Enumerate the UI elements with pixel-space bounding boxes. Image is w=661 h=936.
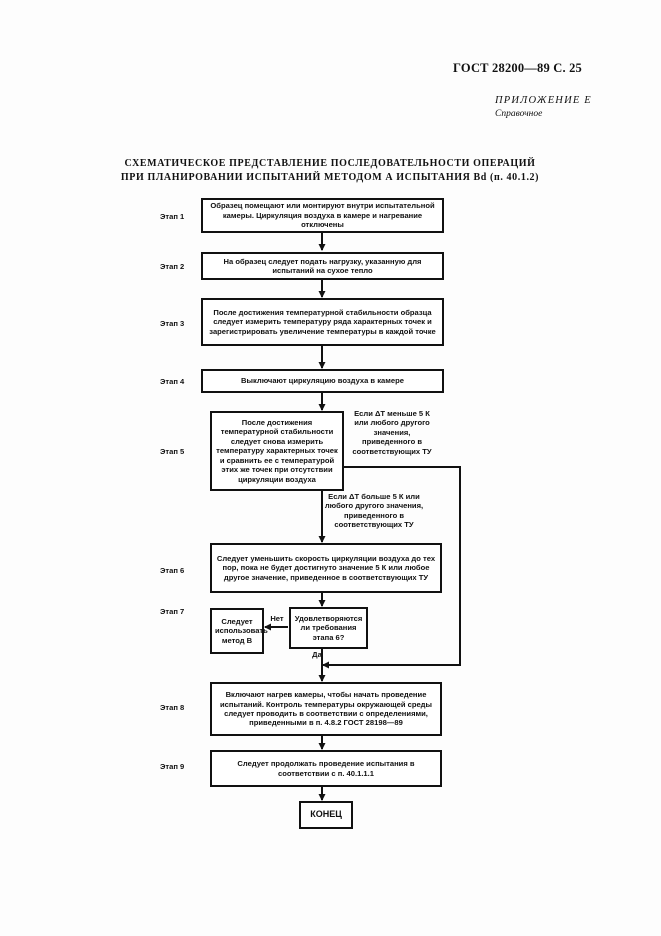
title-line-1: СХЕМАТИЧЕСКОЕ ПРЕДСТАВЛЕНИЕ ПОСЛЕДОВАТЕЛ… <box>124 158 536 169</box>
end-text: КОНЕЦ <box>310 809 342 820</box>
arrow-5-less-to-8 <box>322 466 461 669</box>
stage-4-box: Выключают циркуляцию воздуха в камере <box>201 369 444 393</box>
stage-3-box: После достижения температурной стабильно… <box>201 298 444 346</box>
stage-8-label: Этап 8 <box>160 703 185 712</box>
stage-6-box: Следует уменьшить скорость циркуляции во… <box>210 543 442 593</box>
page-header: ГОСТ 28200—89 С. 25 <box>453 61 582 75</box>
appendix-label: ПРИЛОЖЕНИЕ Е <box>495 95 592 106</box>
title-line-2: ПРИ ПЛАНИРОВАНИИ ИСПЫТАНИЙ МЕТОДОМ А ИСП… <box>120 172 540 183</box>
stage-6-label: Этап 6 <box>160 566 185 575</box>
stage-7-decision-box: Удовлетворяются ли требования этапа 6? <box>289 607 368 649</box>
stage-7-question: Удовлетворяются ли требования этапа 6? <box>294 613 363 642</box>
appendix-reference: Справочное <box>495 109 543 119</box>
answer-yes-label: Да <box>312 650 322 659</box>
condition-more-note: Если ΔT больше 5 К или любого другого зн… <box>324 492 424 530</box>
stage-1-text: Образец помещают или монтируют внутри ис… <box>210 201 435 230</box>
end-box: КОНЕЦ <box>299 801 353 829</box>
stage-1-box: Образец помещают или монтируют внутри ис… <box>201 198 444 233</box>
stage-3-text: После достижения температурной стабильно… <box>209 307 436 336</box>
stage-5-label: Этап 5 <box>160 447 185 456</box>
stage-4-label: Этап 4 <box>160 377 185 386</box>
stage-9-text: Следует продолжать проведение испытания … <box>237 759 415 778</box>
stage-3-label: Этап 3 <box>160 319 185 328</box>
answer-no-label: Нет <box>270 614 284 623</box>
stage-8-text: Включают нагрев камеры, чтобы начать про… <box>220 690 432 728</box>
stage-6-text: Следует уменьшить скорость циркуляции во… <box>216 553 436 582</box>
stage-9-label: Этап 9 <box>160 762 185 771</box>
stage-5-text: После достижения температурной стабильно… <box>216 418 338 484</box>
stage-1-label: Этап 1 <box>160 212 185 221</box>
stage-7-label: Этап 7 <box>160 607 185 616</box>
stage-2-box: На образец следует подать нагрузку, указ… <box>201 252 444 280</box>
method-b-text: Следует использовать метод В <box>215 616 268 645</box>
stage-8-box: Включают нагрев камеры, чтобы начать про… <box>210 682 442 736</box>
stage-9-box: Следует продолжать проведение испытания … <box>210 750 442 787</box>
stage-2-label: Этап 2 <box>160 262 185 271</box>
stage-5-box: После достижения температурной стабильно… <box>210 411 344 491</box>
method-b-box: Следует использовать метод В <box>210 608 268 654</box>
stage-2-text: На образец следует подать нагрузку, указ… <box>223 256 422 275</box>
stage-4-text: Выключают циркуляцию воздуха в камере <box>241 376 404 386</box>
document-title: СХЕМАТИЧЕСКОЕ ПРЕДСТАВЛЕНИЕ ПОСЛЕДОВАТЕЛ… <box>60 157 600 185</box>
condition-less-note: Если ΔT меньше 5 К или любого другого зн… <box>352 409 432 456</box>
